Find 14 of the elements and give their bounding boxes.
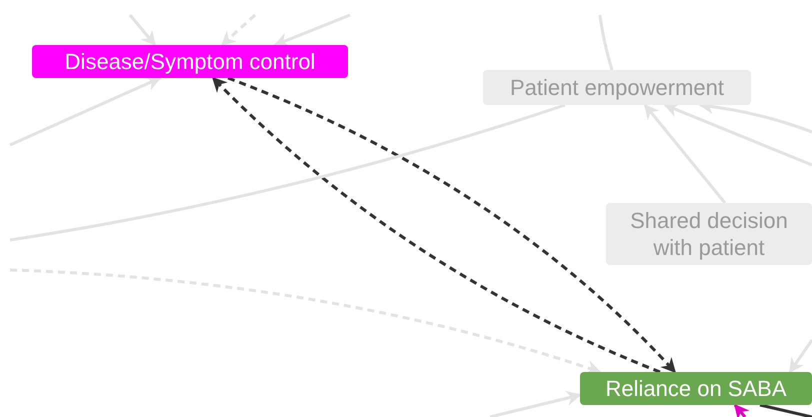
node-box: Reliance on SABA xyxy=(580,372,812,405)
arrow xyxy=(734,404,750,417)
node-box: Patient empowerment xyxy=(483,70,751,105)
arrow xyxy=(9,76,162,146)
arrow xyxy=(10,268,602,375)
arrow xyxy=(274,14,351,47)
arrow xyxy=(664,103,812,166)
arrow xyxy=(490,390,582,417)
arrow xyxy=(128,14,156,46)
node-box: Disease/Symptom control xyxy=(32,45,348,78)
arrow xyxy=(788,339,812,374)
arrow xyxy=(220,14,256,46)
arrow xyxy=(644,104,726,204)
node-box: Shared decision with patient xyxy=(606,203,812,265)
